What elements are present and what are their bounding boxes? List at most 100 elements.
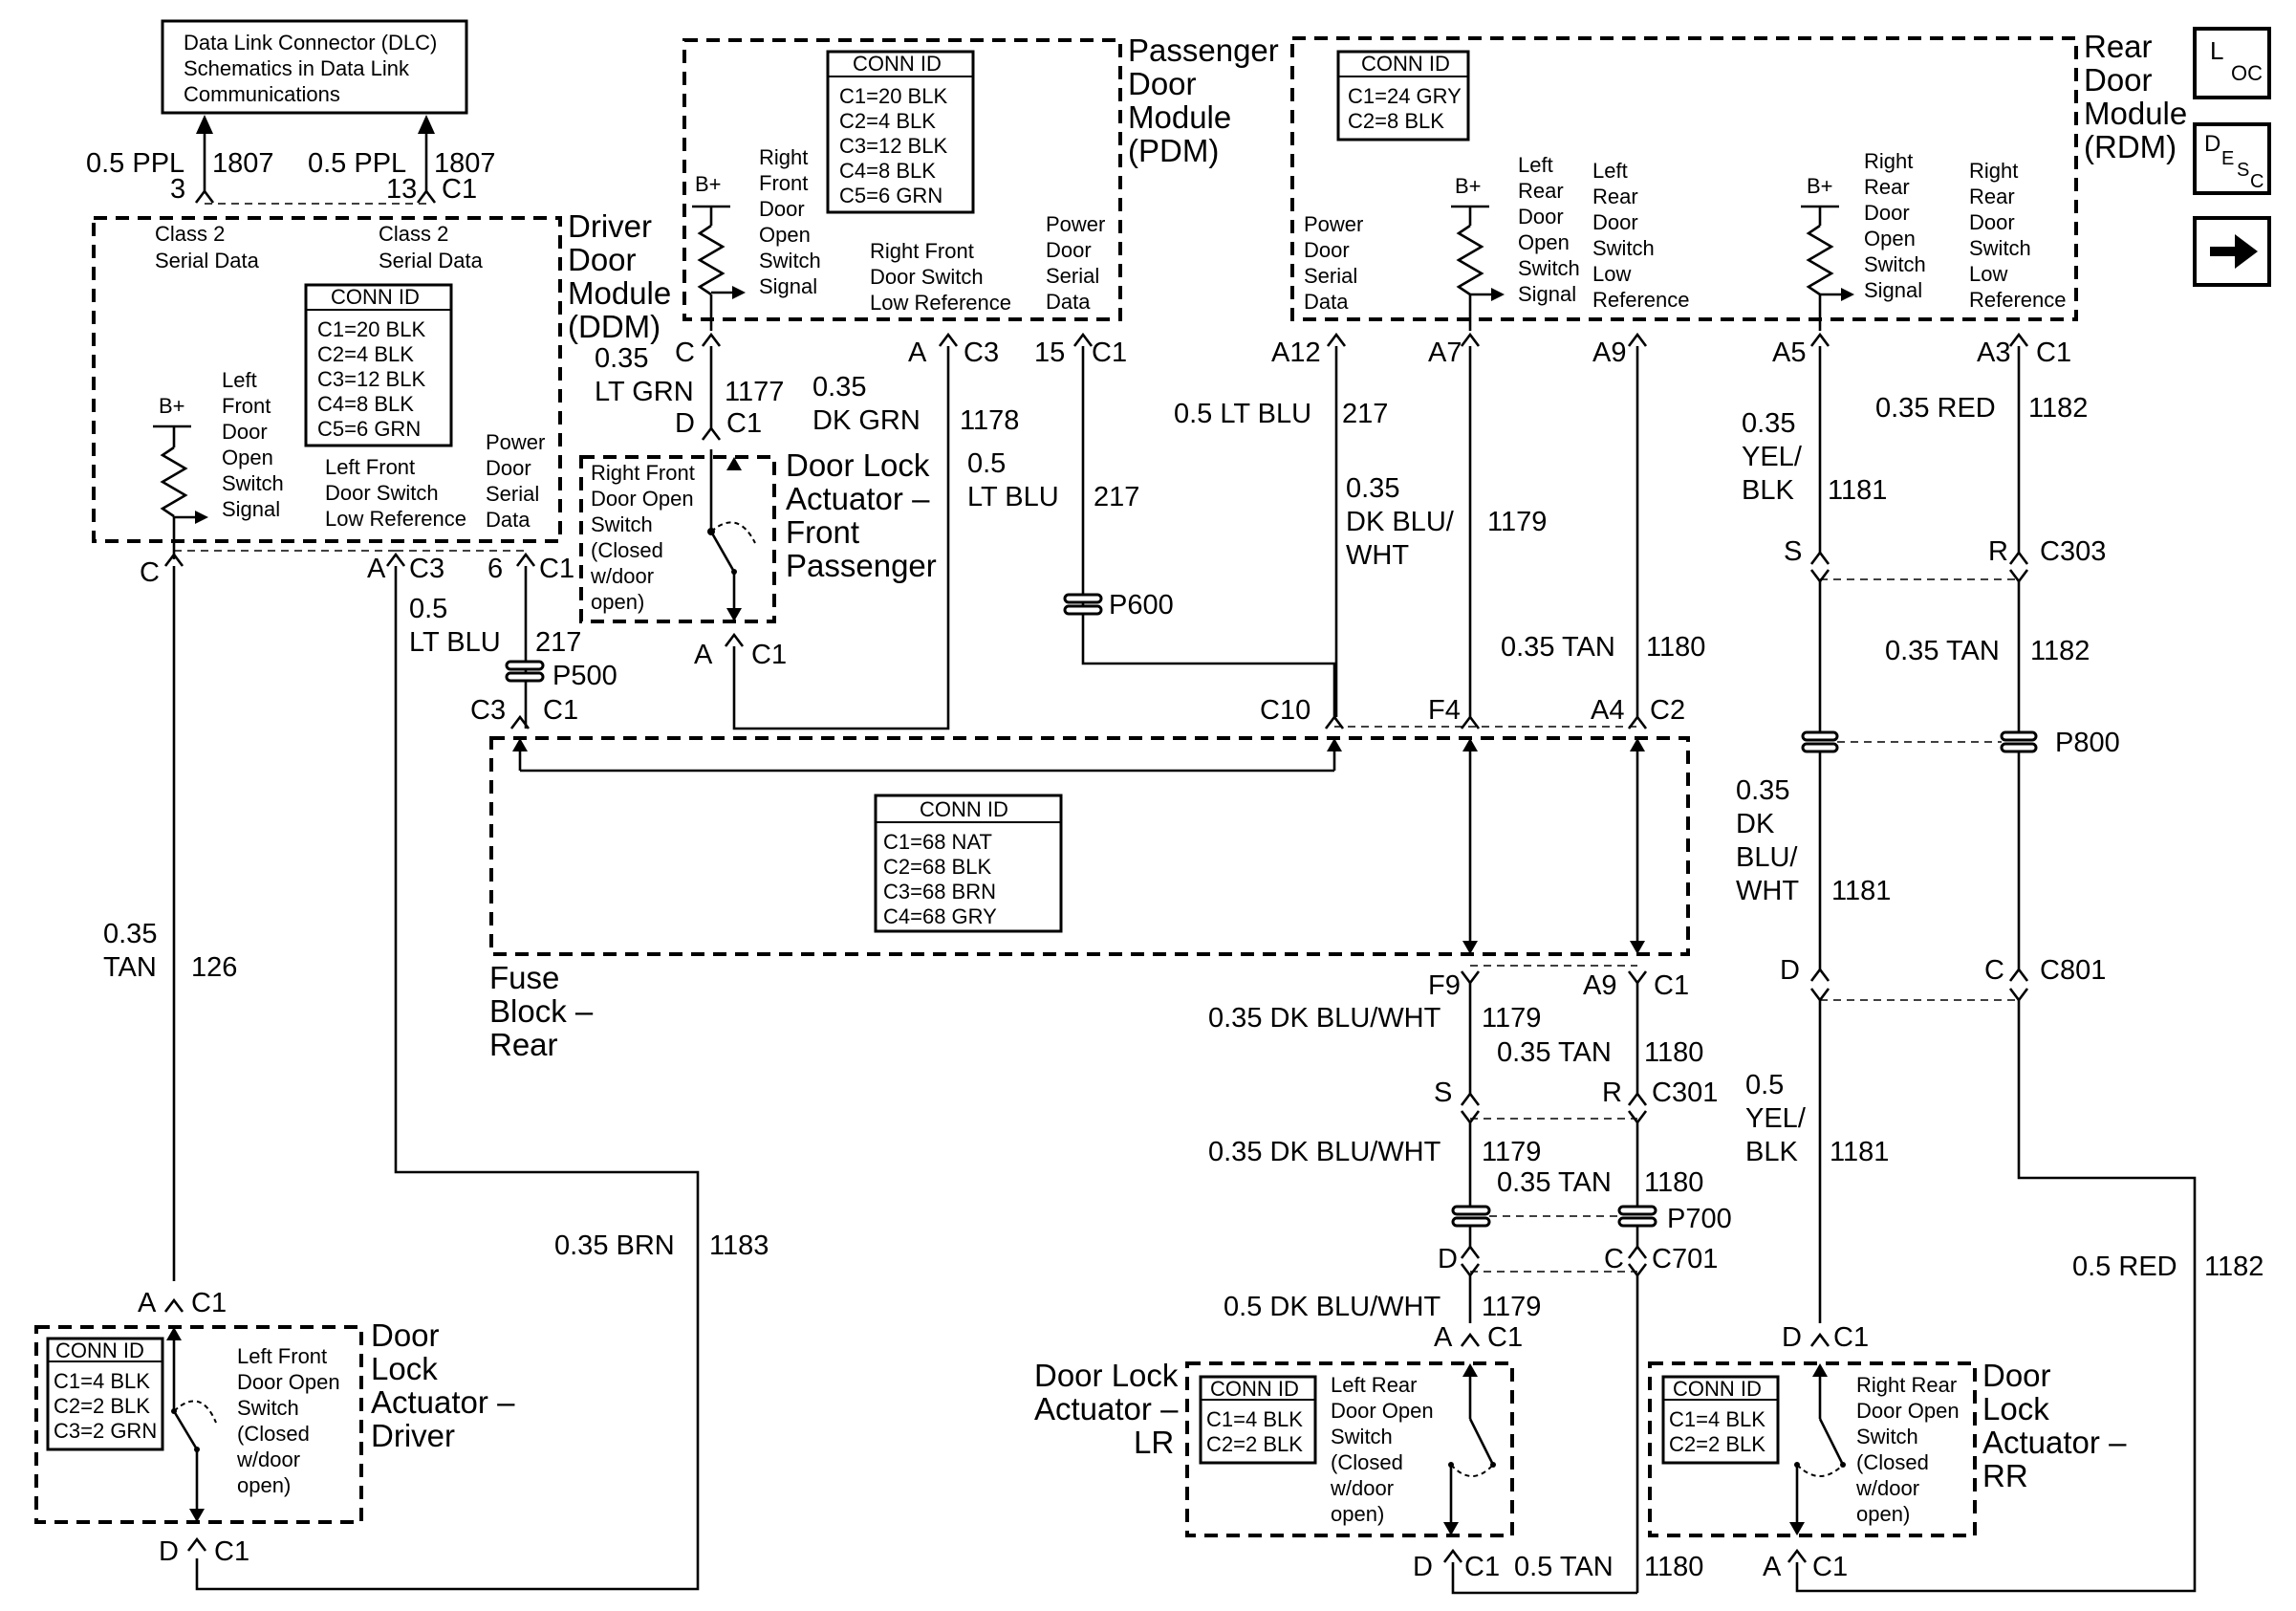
svg-text:1180: 1180 — [1644, 1552, 1703, 1582]
location-icon[interactable]: L OC — [2193, 27, 2271, 99]
svg-text:Low: Low — [1969, 262, 2007, 286]
wire-1182-bottom: 0.5 RED 1182 — [1795, 1000, 2264, 1593]
svg-text:Switch: Switch — [1592, 236, 1655, 260]
svg-text:6: 6 — [487, 554, 503, 584]
svg-text:A9: A9 — [1592, 337, 1626, 368]
svg-text:Door: Door — [486, 456, 531, 480]
door-lock-fp-pins: D C1 A C1 — [675, 408, 787, 670]
svg-text:(PDM): (PDM) — [1128, 133, 1219, 168]
wire-217-pdm: 0.5 LT BLU 217 — [967, 346, 1336, 717]
svg-text:1179: 1179 — [1487, 507, 1547, 537]
svg-text:C801: C801 — [2040, 955, 2106, 986]
svg-text:Door Open: Door Open — [237, 1370, 340, 1394]
svg-text:0.35 DK BLU/WHT: 0.35 DK BLU/WHT — [1208, 1137, 1441, 1167]
door-lock-actuator-front-passenger: Right Front Door Open Switch (Closed w/d… — [579, 447, 937, 623]
svg-text:217: 217 — [1094, 482, 1139, 512]
wire-1179-a: 0.35 DK BLU/WHT 1179 — [1208, 983, 1639, 1096]
svg-text:C4=8 BLK: C4=8 BLK — [317, 392, 414, 416]
svg-text:Switch: Switch — [1864, 252, 1926, 276]
svg-text:C1: C1 — [442, 174, 477, 205]
svg-text:C1=4 BLK: C1=4 BLK — [1206, 1407, 1303, 1431]
svg-text:1178: 1178 — [960, 405, 1019, 436]
svg-text:C303: C303 — [2040, 536, 2106, 567]
svg-text:DK BLU/: DK BLU/ — [1346, 507, 1455, 537]
svg-text:Rear: Rear — [1592, 185, 1638, 208]
splice-p500: P500 — [505, 660, 617, 691]
svg-text:C1: C1 — [539, 554, 574, 584]
svg-text:Left: Left — [1518, 153, 1553, 177]
dlc-reference-box: Data Link Connector (DLC) Schematics in … — [161, 19, 468, 115]
svg-text:Module: Module — [568, 275, 671, 311]
svg-text:Power: Power — [1046, 212, 1105, 236]
svg-text:1180: 1180 — [1644, 1167, 1703, 1198]
svg-text:0.35: 0.35 — [1346, 473, 1399, 504]
svg-text:C301: C301 — [1652, 1078, 1718, 1108]
description-icon[interactable]: D E S C — [2193, 122, 2271, 195]
svg-text:C: C — [1984, 955, 2004, 986]
svg-text:LT BLU: LT BLU — [967, 482, 1059, 512]
svg-text:Open: Open — [1518, 230, 1570, 254]
svg-text:A12: A12 — [1271, 337, 1321, 368]
svg-text:1182: 1182 — [2204, 1252, 2264, 1282]
svg-text:C1=24 GRY: C1=24 GRY — [1348, 84, 1462, 108]
svg-text:3: 3 — [170, 174, 185, 205]
svg-text:Actuator –: Actuator – — [786, 481, 930, 516]
svg-text:15: 15 — [1034, 337, 1065, 368]
connector-c701: D C C701 — [1438, 1226, 1718, 1278]
svg-text:BLK: BLK — [1742, 475, 1794, 506]
svg-text:Serial Data: Serial Data — [155, 249, 260, 272]
svg-text:C3=12 BLK: C3=12 BLK — [839, 134, 947, 158]
svg-text:Door: Door — [1982, 1358, 2051, 1393]
svg-text:Switch: Switch — [222, 471, 284, 495]
svg-text:0.35: 0.35 — [595, 343, 648, 374]
svg-text:C3=12 BLK: C3=12 BLK — [317, 367, 425, 391]
fuse-block-pins: C3 C1 C10 F4 A4 C2 F9 A9 C1 — [470, 695, 1689, 1001]
ddm-pullup-resistor: B+ — [153, 394, 208, 559]
svg-text:CONN ID: CONN ID — [331, 285, 420, 309]
svg-text:C3: C3 — [409, 554, 444, 584]
svg-text:CONN ID: CONN ID — [853, 52, 942, 76]
wire-1177: 0.35 LT GRN 1177 — [595, 343, 784, 428]
svg-text:Module: Module — [2084, 96, 2187, 131]
svg-text:0.5 PPL: 0.5 PPL — [308, 148, 406, 179]
connector-c303: S R C303 — [1784, 536, 2106, 584]
svg-text:Switch: Switch — [237, 1396, 299, 1420]
svg-text:Switch: Switch — [1969, 236, 2031, 260]
door-lock-actuator-driver: CONN ID C1=4 BLK C2=2 BLK C3=2 GRN Left … — [34, 1317, 515, 1524]
svg-text:C3: C3 — [964, 337, 999, 368]
svg-text:1807: 1807 — [212, 148, 274, 179]
svg-text:Data: Data — [486, 508, 531, 532]
svg-text:Door Switch: Door Switch — [325, 481, 439, 505]
svg-text:C2=8 BLK: C2=8 BLK — [1348, 109, 1444, 133]
svg-text:Left: Left — [1592, 159, 1628, 183]
svg-text:Data Link Connector (DLC): Data Link Connector (DLC) — [184, 31, 437, 54]
svg-text:Low: Low — [1592, 262, 1631, 286]
rear-door-module: Rear Door Module (RDM) CONN ID C1=24 GRY… — [1290, 29, 2187, 331]
svg-text:A9: A9 — [1583, 970, 1616, 1001]
svg-text:B+: B+ — [1807, 174, 1833, 198]
svg-text:Door Open: Door Open — [591, 487, 694, 511]
svg-text:D: D — [159, 1536, 179, 1567]
svg-text:C1: C1 — [1092, 337, 1127, 368]
svg-text:C10: C10 — [1260, 695, 1310, 726]
svg-text:1181: 1181 — [1830, 1137, 1889, 1167]
svg-text:Lock: Lock — [1982, 1391, 2049, 1426]
wire-1179-b: 0.35 DK BLU/WHT 1179 — [1208, 1122, 1639, 1207]
svg-text:Schematics in Data Link: Schematics in Data Link — [184, 56, 410, 80]
svg-text:0.5 TAN: 0.5 TAN — [1514, 1552, 1614, 1582]
svg-text:open): open) — [591, 590, 644, 614]
svg-text:Passenger: Passenger — [786, 548, 937, 583]
next-page-arrow-icon[interactable] — [2193, 216, 2271, 287]
svg-text:Front: Front — [759, 171, 808, 195]
svg-text:A5: A5 — [1772, 337, 1806, 368]
svg-text:YEL/: YEL/ — [1745, 1103, 1807, 1134]
pdm-conn-id-table: CONN ID C1=20 BLK C2=4 BLK C3=12 BLK C4=… — [826, 50, 975, 214]
rdm-right-rear-pullup-resistor: B+ — [1801, 174, 1854, 331]
svg-text:(Closed: (Closed — [237, 1422, 310, 1446]
svg-text:Signal: Signal — [1518, 282, 1576, 306]
svg-text:(RDM): (RDM) — [2084, 129, 2177, 164]
svg-text:0.5 DK BLU/WHT: 0.5 DK BLU/WHT — [1224, 1292, 1440, 1322]
rdm-connector-pins: A12 A7 A9 A5 A3 C1 — [1271, 332, 2071, 368]
svg-text:P700: P700 — [1667, 1204, 1732, 1234]
wire-1181-top: 0.35 YEL/ BLK 1181 — [1742, 346, 1887, 555]
